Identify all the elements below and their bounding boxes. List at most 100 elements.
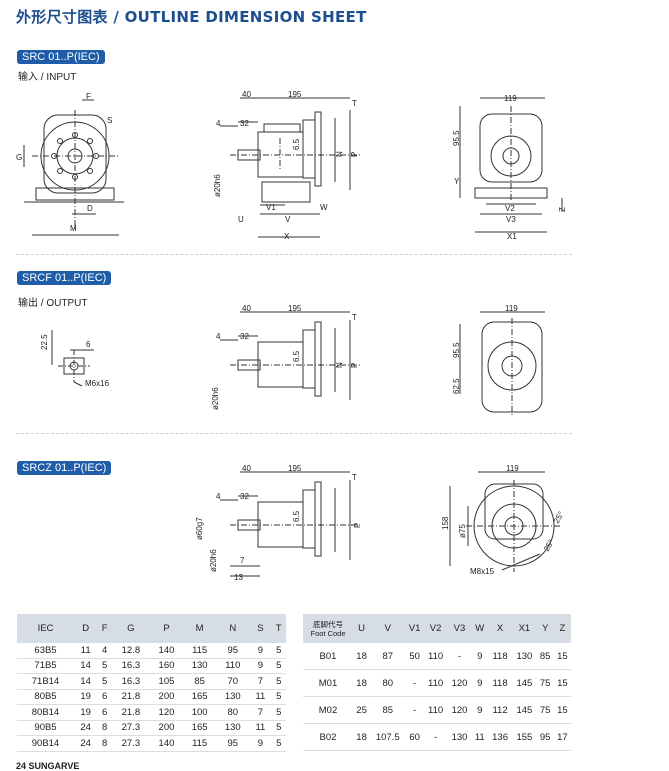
table-cell: 118 [487,643,513,670]
table-cell: 5 [97,658,112,674]
column-header-v: V [370,614,406,643]
table-cell: 9 [249,643,272,659]
table-cell: 24 [74,720,98,736]
column-header-y: Y [536,614,554,643]
dim-label-V: V [285,215,291,224]
table-cell: 71B14 [17,673,74,690]
table-cell: M02 [303,696,353,724]
dim-label-N: N [335,151,344,157]
flange-front-view-drawing: 119 158 ø75 25° 25° M8x15 [441,464,566,576]
side-view-drawing: 40 195 T 4 32 6.5 N P ø20h6 V1 W U V X [213,90,360,241]
table-cell: 9 [471,643,488,670]
table-cell: 15 [553,643,571,670]
table-cell: 200 [149,689,184,705]
table-cell: 12.8 [111,643,150,659]
table-cell: 8 [97,720,112,736]
table-cell: 5 [271,735,286,752]
dim-label-22-5: 22.5 [40,334,49,350]
dim-label-13: 13 [234,573,243,582]
table-cell: 105 [149,673,184,690]
table-cell: B01 [303,643,353,670]
column-header-w: W [471,614,488,643]
dim-label-62-5: 62.5 [452,378,461,394]
dim-label-95-5-out: 95.5 [452,342,461,358]
table-header-row: IEC D F G P M N S T [17,614,286,643]
table-cell: 11 [249,720,272,736]
table-cell: 115 [183,735,217,752]
column-header-m: M [183,614,217,643]
table-cell: 14 [74,658,98,674]
dim-label-75: ø75 [458,524,467,538]
table-cell: 90B5 [17,720,74,736]
table-cell: 71B5 [17,658,74,674]
table-cell: 130 [447,723,472,751]
table-cell: 75 [536,669,554,697]
table-cell: 27.3 [111,720,150,736]
table-cell: 140 [149,643,184,659]
dim-label-Y: Y [454,177,460,186]
table-cell: 4 [97,643,112,659]
table-cell: 24 [74,735,98,752]
column-header-f: F [97,614,112,643]
table-cell: 25 [353,696,371,724]
dim-label-40: 40 [242,90,251,99]
column-header-p: P [149,614,184,643]
column-header-z: Z [553,614,571,643]
dim-label-X1: X1 [507,232,517,241]
table-cell: 18 [353,723,371,751]
table-cell: 110 [423,696,448,724]
table-cell: 11 [471,723,488,751]
table-cell: 118 [487,669,513,697]
dim-label-P-out: P [350,363,359,368]
table-cell: 16.3 [111,658,150,674]
dim-label-6-5-out: 6.5 [292,350,301,362]
dim-label-4-flange: 4 [216,492,221,501]
dim-label-V2: V2 [505,204,515,213]
dim-label-119: 119 [504,94,517,103]
section-sublabel-input: 输入 / INPUT [18,72,77,83]
table-cell: 70 [216,673,250,690]
table-cell: 75 [536,696,554,724]
table-cell: 80 [216,704,250,721]
output-shaft-key-drawing: 22.5 6 M6x16 [40,330,110,388]
dim-label-60g7: ø60g7 [195,517,204,540]
dim-label-G: G [16,153,22,162]
table-header-row: 底脚代号 Foot Code U V V1 V2 V3 W X X1 Y Z [303,614,571,643]
foot-code-header-zh: 底脚代号 [313,619,343,629]
dim-label-40-out: 40 [242,304,251,313]
table-cell: 5 [97,673,112,690]
table-cell: 160 [149,658,184,674]
dim-label-20h6-out: ø20h6 [211,387,220,410]
table-cell: 7 [249,673,272,690]
dim-label-6-5-flange: 6.5 [292,510,301,522]
table-cell: - [423,723,448,751]
table-cell: 85 [536,643,554,670]
table-cell: 110 [423,643,448,670]
dim-label-M: M [70,224,77,233]
column-header-iec: IEC [17,614,74,643]
table-cell: 130 [216,720,250,736]
table-cell: 5 [271,689,286,705]
flange-side-view-drawing: 40 195 T 4 32 6.5 P ø60g7 ø20h6 7 13 [195,464,362,582]
table-cell: 9 [471,696,488,724]
dim-label-158: 158 [441,516,450,530]
table-cell: 87 [370,643,406,670]
dim-label-D: D [87,204,93,213]
table-cell: B02 [303,723,353,751]
section-sublabel-output: 输出 / OUTPUT [18,298,88,309]
dim-label-7: 7 [240,556,245,565]
foot-code-dimension-table: 底脚代号 Foot Code U V V1 V2 V3 W X X1 Y Z B… [303,614,571,751]
table-cell: 80 [370,669,406,697]
column-header-v1: V1 [405,614,424,643]
dim-label-40-flange: 40 [242,464,251,473]
table-cell: 80B5 [17,689,74,705]
dim-label-V3: V3 [506,215,516,224]
foot-view-drawing: 119 95.5 Y V2 V3 X1 Z [452,94,567,241]
table-cell: - [405,696,424,724]
dim-label-25-upper: 25° [552,510,566,525]
dim-label-T-out: T [352,313,357,322]
foot-code-header-en: Foot Code [310,628,346,638]
